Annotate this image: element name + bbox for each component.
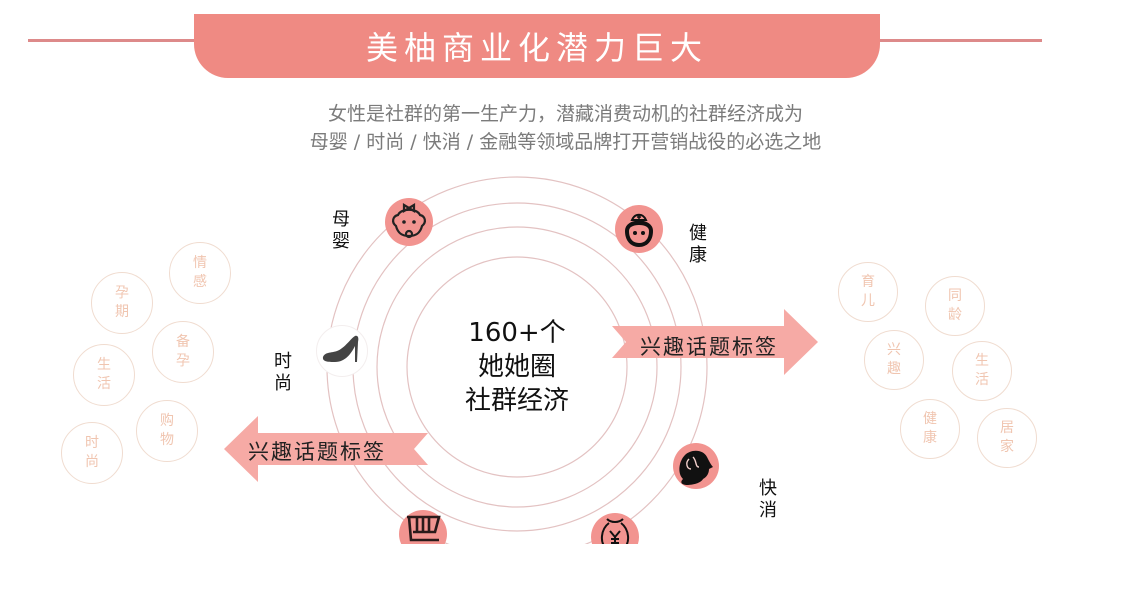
tag-bubble-left: 购物 (136, 400, 198, 462)
center-line-2: 她她圈 (477, 352, 556, 382)
tag-bubble-left: 孕期 (91, 272, 153, 334)
tag-bubble-right: 生活 (952, 341, 1012, 401)
tag-bubble-right: 育儿 (838, 262, 898, 322)
tag-bubble-left: 生活 (73, 344, 135, 406)
tag-bubble-left: 备孕 (152, 321, 214, 383)
category-label-maternity: 母婴 (332, 209, 350, 252)
header-banner: 美柚商业化潜力巨大 (194, 14, 880, 78)
nurse-icon (615, 205, 663, 253)
arrow-right (612, 309, 818, 375)
arrow-left-label: 兴趣话题标签 (248, 440, 386, 464)
page-title: 美柚商业化潜力巨大 (365, 29, 708, 67)
tag-bubble-right: 居家 (977, 408, 1037, 468)
subtitle-line-1: 女性是社群的第一生产力，潜藏消费动机的社群经济成为 (327, 103, 803, 125)
money-bag-yen-icon (591, 513, 639, 544)
center-label: 160+个 她她圈 社群经济 (437, 316, 597, 418)
tag-bubble-right: 兴趣 (864, 330, 924, 390)
concentric-rings (326, 176, 708, 544)
arrow-right-label: 兴趣话题标签 (640, 335, 778, 359)
arrow-left (224, 416, 428, 482)
center-line-3: 社群经济 (464, 386, 569, 416)
header-rule-right (866, 39, 1042, 42)
woman-profile-icon (673, 443, 719, 489)
category-label-fmcg: 快消 (759, 478, 777, 521)
tag-bubble-right: 健康 (900, 399, 960, 459)
community-count: 160+个 (468, 318, 566, 348)
category-label-fashion: 时尚 (274, 351, 292, 394)
category-label-health: 健康 (689, 223, 707, 266)
tag-bubble-right: 同龄 (925, 276, 985, 336)
shopping-cart-icon (399, 510, 447, 544)
tag-bubble-left: 时尚 (61, 422, 123, 484)
baby-face-icon (385, 198, 433, 246)
tag-bubble-left: 情感 (169, 242, 231, 304)
high-heel-icon (316, 325, 368, 377)
diagram-stage: 美柚商业化潜力巨大 女性是社群的第一生产力，潜藏消费动机的社群经济成为 母婴 /… (28, 14, 1042, 544)
subtitle: 女性是社群的第一生产力，潜藏消费动机的社群经济成为 母婴 / 时尚 / 快消 /… (200, 100, 931, 156)
header-rule-left (28, 39, 208, 42)
subtitle-line-2: 母婴 / 时尚 / 快消 / 金融等领域品牌打开营销战役的必选之地 (309, 131, 822, 153)
